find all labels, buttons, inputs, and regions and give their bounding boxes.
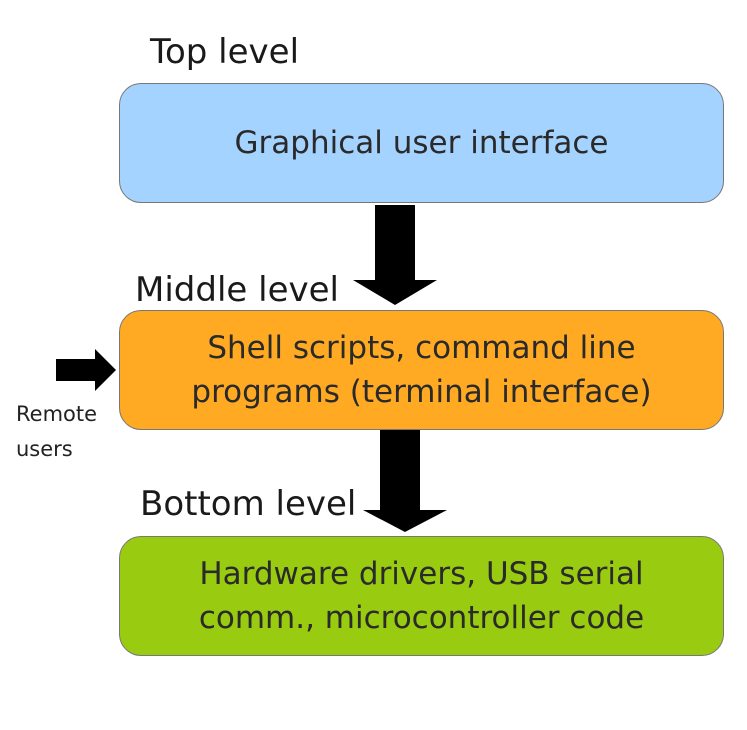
shell-layer-text-line2: programs (terminal interface): [191, 374, 652, 410]
gui-layer-box: Graphical user interface: [119, 83, 724, 203]
middle-level-label: Middle level: [135, 270, 339, 310]
hardware-layer-box: Hardware drivers, USB serial comm., micr…: [119, 536, 724, 656]
remote-users-arrow: [56, 349, 116, 391]
middle-to-bottom-arrow: [363, 430, 447, 532]
bottom-level-label: Bottom level: [140, 484, 357, 524]
top-to-middle-arrow: [353, 205, 437, 305]
shell-layer-text-line1: Shell scripts, command line: [207, 330, 636, 366]
shell-layer-box: Shell scripts, command line programs (te…: [119, 310, 724, 430]
hardware-layer-text-line2: comm., microcontroller code: [198, 600, 645, 636]
gui-layer-text: Graphical user interface: [234, 125, 609, 161]
hardware-layer-text-line1: Hardware drivers, USB serial: [199, 556, 644, 592]
top-level-label: Top level: [150, 32, 300, 72]
remote-users-label-line1: Remote: [16, 402, 98, 426]
remote-users-label-line2: users: [16, 437, 73, 461]
